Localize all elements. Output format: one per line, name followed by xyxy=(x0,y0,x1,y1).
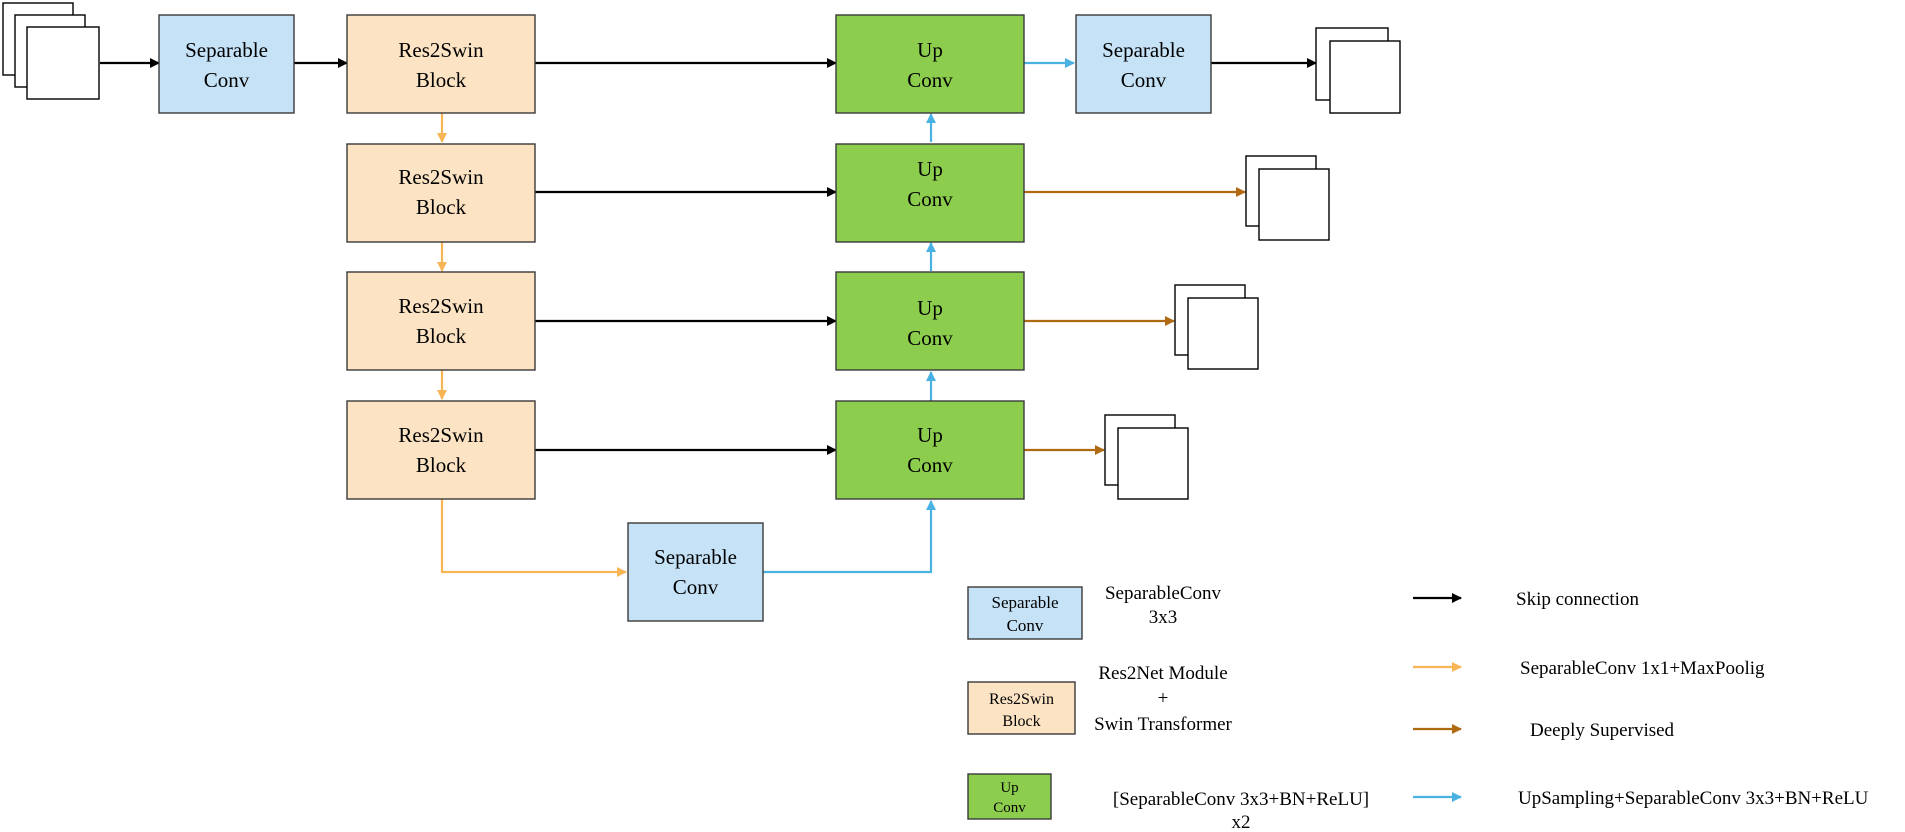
legend-upconv-desc-line1: [SeparableConv 3x3+BN+ReLU] xyxy=(1113,789,1369,810)
block-label-line2: Conv xyxy=(907,326,953,350)
legend-block-label-line1: Res2Swin xyxy=(989,691,1054,708)
legend-maxpool: SeparableConv 1x1+MaxPoolig xyxy=(1413,658,1765,679)
res2swin-block-3: Res2Swin Block xyxy=(346,271,536,371)
block-label-line1: Separable xyxy=(185,38,268,62)
upconv-block-3: Up Conv xyxy=(835,271,1025,371)
output-feature-stack-4 xyxy=(1104,414,1189,500)
legend-maxpool-label: SeparableConv 1x1+MaxPoolig xyxy=(1520,658,1765,679)
legend-deep-supervised-label: Deeply Supervised xyxy=(1530,720,1675,741)
block-label-line2: Conv xyxy=(907,187,953,211)
upconv-block-1: Up Conv xyxy=(835,14,1025,114)
maxpool-connections xyxy=(437,113,627,577)
legend-skip-label: Skip connection xyxy=(1516,589,1639,610)
separable-conv-bottleneck-block: Separable Conv xyxy=(627,522,764,622)
block-label-line1: Up xyxy=(917,157,943,181)
legend-upsampling: UpSampling+SeparableConv 3x3+BN+ReLU xyxy=(1413,788,1869,809)
legend-block-label-line2: Conv xyxy=(1007,616,1044,635)
legend-block-label-line1: Separable xyxy=(991,593,1058,612)
block-label-line1: Res2Swin xyxy=(398,38,484,62)
downsample-arrow-bottleneck xyxy=(440,499,627,577)
legend-res2swin: Res2Swin Block Res2Net Module + Swin Tra… xyxy=(967,663,1233,735)
upsampling-connections xyxy=(763,58,1075,574)
legend-skip-connection: Skip connection xyxy=(1413,589,1639,610)
legend-separable: Separable Conv SeparableConv 3x3 xyxy=(967,583,1222,640)
block-label-line2: Block xyxy=(416,195,467,219)
res2swin-block-4: Res2Swin Block xyxy=(346,400,536,500)
upconv-block-4: Up Conv xyxy=(835,400,1025,500)
legend-upsampling-label: UpSampling+SeparableConv 3x3+BN+ReLU xyxy=(1518,788,1869,809)
input-feature-stack xyxy=(2,2,100,100)
legend-block-label-line2: Conv xyxy=(993,800,1026,816)
separable-conv-input-block: Separable Conv xyxy=(158,14,295,114)
legend-res2swin-desc-line3: Swin Transformer xyxy=(1094,714,1232,735)
upsample-arrow-bottleneck xyxy=(763,500,936,574)
block-label-line1: Res2Swin xyxy=(398,165,484,189)
legend-deep-supervised: Deeply Supervised xyxy=(1413,720,1675,741)
block-label-line2: Block xyxy=(416,453,467,477)
block-label-line2: Block xyxy=(416,68,467,92)
block-label-line2: Conv xyxy=(673,575,719,599)
legend-separable-desc-line1: SeparableConv xyxy=(1105,583,1222,604)
block-label-line2: Conv xyxy=(907,453,953,477)
block-label-line2: Conv xyxy=(1121,68,1167,92)
block-label-line1: Res2Swin xyxy=(398,294,484,318)
block-label-line1: Up xyxy=(917,296,943,320)
legend-upconv: Up Conv [SeparableConv 3x3+BN+ReLU] x2 xyxy=(967,773,1369,832)
output-feature-stack-2 xyxy=(1245,155,1330,241)
legend-block-label-line2: Block xyxy=(1002,713,1040,730)
legend-res2swin-desc-line1: Res2Net Module xyxy=(1098,663,1227,684)
upconv-block-2: Up Conv xyxy=(835,143,1025,243)
legend: Separable Conv SeparableConv 3x3 Res2Swi… xyxy=(967,583,1869,832)
block-label-line1: Res2Swin xyxy=(398,423,484,447)
output-feature-stack-3 xyxy=(1174,284,1259,370)
block-label-line1: Separable xyxy=(1102,38,1185,62)
legend-res2swin-desc-line2: + xyxy=(1158,688,1169,709)
deep-supervised-connections xyxy=(1024,187,1246,455)
separable-conv-output-block: Separable Conv xyxy=(1075,14,1212,114)
skip-connections xyxy=(100,58,1317,455)
res2swin-block-2: Res2Swin Block xyxy=(346,143,536,243)
block-label-line1: Up xyxy=(917,423,943,447)
block-label-line2: Conv xyxy=(907,68,953,92)
res2swin-block-1: Res2Swin Block xyxy=(346,14,536,114)
output-feature-stack-1 xyxy=(1315,27,1401,114)
block-label-line2: Block xyxy=(416,324,467,348)
block-label-line1: Up xyxy=(917,38,943,62)
block-label-line2: Conv xyxy=(204,68,250,92)
legend-separable-desc-line2: 3x3 xyxy=(1149,607,1178,628)
legend-block-label-line1: Up xyxy=(1000,780,1018,796)
block-label-line1: Separable xyxy=(654,545,737,569)
legend-upconv-desc-line2: x2 xyxy=(1232,812,1251,832)
